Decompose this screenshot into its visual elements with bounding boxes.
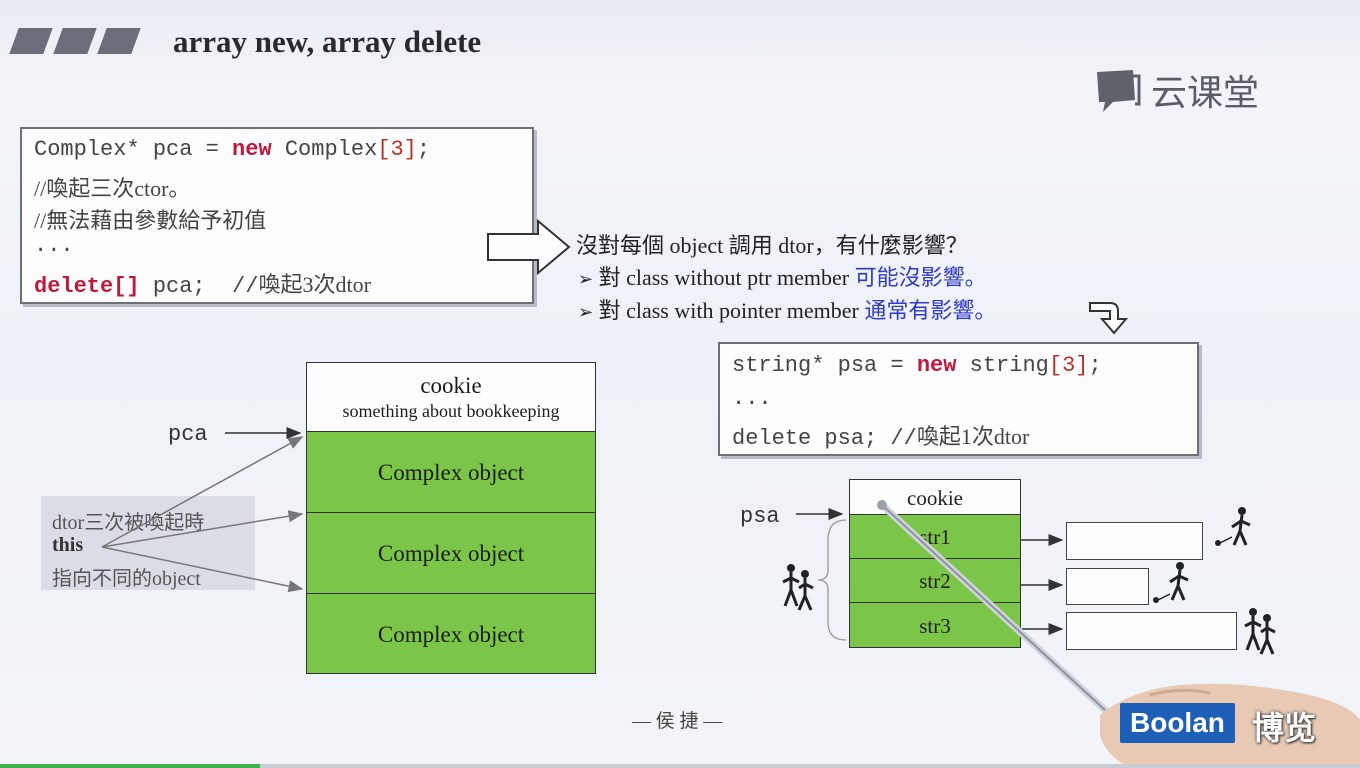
string-cookie-block: cookie bbox=[849, 479, 1021, 515]
stick-figure-icon bbox=[1153, 562, 1189, 603]
slide-title: array new, array delete bbox=[173, 24, 482, 59]
code2-line-3: delete psa; //喚起1次dtor bbox=[732, 424, 1030, 451]
right-arrow-icon bbox=[487, 218, 571, 276]
heap-string-box-1 bbox=[1066, 522, 1203, 560]
stick-figures-group-icon bbox=[1244, 608, 1276, 655]
heap-string-box-2 bbox=[1066, 568, 1149, 605]
code-line-5: delete[] pca; //喚起3次dtor bbox=[34, 272, 371, 299]
note-line-2: this bbox=[52, 534, 84, 556]
code2-line-2: ... bbox=[732, 386, 772, 411]
brand-logo: Boolan bbox=[1120, 703, 1235, 743]
question-text: 沒對每個 object 調用 dtor，有什麼影響？ bbox=[576, 233, 968, 258]
code2-line-1: string* psa = new string[3]; bbox=[732, 353, 1102, 378]
bullet-marker: ➢ bbox=[578, 269, 594, 289]
curved-arrow-icon bbox=[1089, 302, 1129, 335]
stick-figures-group-icon bbox=[782, 564, 814, 611]
str3-cell: str3 bbox=[849, 602, 1021, 648]
code-line-1: Complex* pca = new Complex[3]; bbox=[34, 137, 431, 162]
chat-bubble-icon bbox=[1097, 70, 1141, 112]
code-box-array-new: Complex* pca = new Complex[3]; //喚起三次cto… bbox=[20, 127, 534, 304]
complex-object-2: Complex object bbox=[306, 512, 596, 594]
stick-figure-icon bbox=[1215, 507, 1251, 546]
complex-object-3: Complex object bbox=[306, 593, 596, 674]
logo-text: 云课堂 bbox=[1151, 72, 1260, 113]
str2-cell: str2 bbox=[849, 558, 1021, 603]
bullet-with-ptr: ➢ 對 class with pointer member 通常有影響。 bbox=[578, 298, 997, 323]
cookie-subtitle: something about bookkeeping bbox=[342, 401, 560, 421]
progress-bar bbox=[0, 764, 1360, 768]
code-line-4: ... bbox=[34, 233, 74, 258]
presenter-pointer bbox=[877, 500, 1109, 714]
brand-logo-cn: 博览 bbox=[1252, 710, 1317, 746]
bullet-without-ptr: ➢ 對 class without ptr member 可能沒影響。 bbox=[578, 265, 987, 290]
string-array-diagram: cookie str1 str2 str3 bbox=[849, 479, 1021, 649]
code-box-string-array: string* psa = new string[3]; ... delete … bbox=[718, 342, 1199, 456]
pca-label: pca bbox=[168, 422, 208, 447]
heap-string-box-3 bbox=[1066, 612, 1237, 650]
code-line-3: //無法藉由參數給予初值 bbox=[34, 208, 267, 233]
author-credit: — 侯 捷 — bbox=[632, 711, 723, 732]
complex-array-diagram: cookie something about bookkeeping Compl… bbox=[306, 362, 596, 674]
logo: 云课堂 bbox=[1095, 66, 1259, 114]
psa-label: psa bbox=[740, 504, 780, 529]
complex-object-1: Complex object bbox=[306, 431, 596, 513]
code-line-2: //喚起三次ctor。 bbox=[34, 176, 191, 201]
bullet-marker: ➢ bbox=[578, 302, 594, 322]
this-pointer-note: dtor三次被喚起時 this 指向不同的object bbox=[41, 496, 255, 590]
note-line-3: 指向不同的object bbox=[52, 568, 201, 590]
note-line-1: dtor三次被喚起時 bbox=[52, 512, 205, 534]
progress-bar-fill bbox=[0, 764, 260, 768]
cookie-title: cookie bbox=[420, 373, 482, 398]
